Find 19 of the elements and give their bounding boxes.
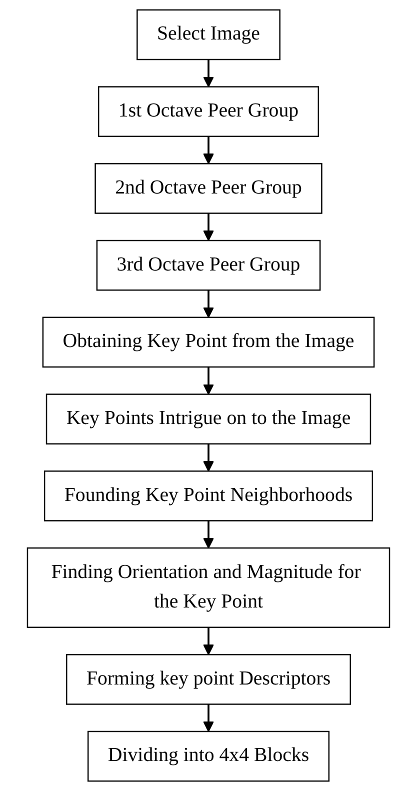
arrow bbox=[203, 627, 214, 656]
arrow bbox=[203, 60, 214, 88]
node-box: 1st Octave Peer Group bbox=[98, 86, 320, 137]
arrow bbox=[203, 444, 214, 472]
node-box: 2nd Octave Peer Group bbox=[94, 163, 322, 214]
node-box: 3rd Octave Peer Group bbox=[96, 240, 321, 291]
node-box: Founding Key Point Neighborhoods bbox=[44, 470, 374, 522]
arrow bbox=[203, 704, 214, 732]
arrow bbox=[203, 136, 214, 164]
node-box: Select Image bbox=[136, 9, 280, 60]
arrow bbox=[203, 366, 214, 395]
node-box: Obtaining Key Point from the Image bbox=[42, 316, 375, 368]
node-box: Key Points Intrigue on to the Image bbox=[46, 394, 372, 444]
arrow bbox=[203, 520, 214, 548]
arrow bbox=[203, 290, 214, 318]
node-box: Dividing into 4x4 Blocks bbox=[87, 730, 330, 782]
node-box: Finding Orientation and Magnitude for the Key Point bbox=[26, 547, 390, 628]
node-box: Forming key point Descriptors bbox=[66, 654, 351, 705]
arrow bbox=[203, 213, 214, 242]
